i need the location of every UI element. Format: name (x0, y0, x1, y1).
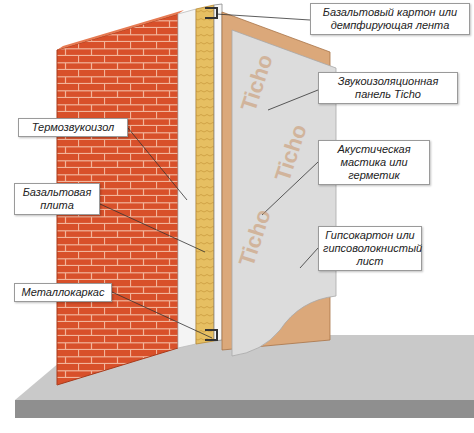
callout-text: Акустическая мастика или герметик (323, 143, 425, 182)
thermo-layer (178, 9, 196, 348)
leader-lines (100, 14, 318, 338)
callout-text: Термозвукоизол (23, 121, 123, 134)
callout-box: Акустическая мастика или герметик (318, 140, 430, 185)
callout-text: Базальтовый картон или демпфирующая лент… (315, 6, 465, 32)
callout-box: Базальтовая плита (14, 183, 100, 215)
callout-text: Металлокаркас (19, 286, 107, 299)
callout-box: Гипсокартон или гипсоволокнистый лист (318, 226, 422, 271)
leader-line (100, 204, 205, 252)
callout-box: Термозвукоизол (18, 118, 128, 137)
callout-box: Базальтовый картон или демпфирующая лент… (310, 3, 470, 35)
callout-text: Базальтовая плита (19, 186, 95, 212)
floor-front (15, 400, 474, 418)
leader-line (216, 14, 310, 20)
callout-box: Звукоизоляционная панель Ticho (318, 72, 458, 104)
leader-line (112, 292, 212, 338)
callout-text: Звукоизоляционная панель Ticho (323, 75, 453, 101)
leader-line (268, 90, 318, 110)
leader-line (300, 248, 318, 268)
damper-tape (214, 4, 222, 341)
leader-line (128, 128, 187, 200)
callout-box: Металлокаркас (14, 283, 112, 302)
metal-frame-top (205, 8, 217, 18)
callout-text: Гипсокартон или гипсоволокнистый лист (323, 229, 417, 268)
brick-top (57, 10, 184, 50)
metal-frame-bottom (205, 330, 217, 340)
basalt-plate (196, 5, 214, 344)
